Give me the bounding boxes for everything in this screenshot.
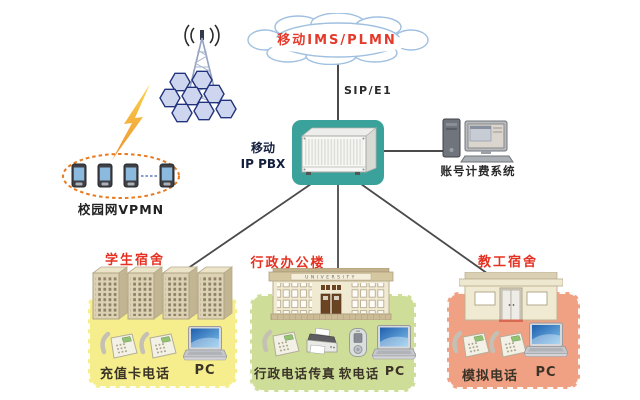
billing-computer-icon [442,118,514,163]
desk-phone-icon [489,330,527,358]
laptop-icon [183,326,227,361]
dorm-building-icon [127,266,163,320]
pbx-label: 移动 IP PBX [238,141,288,172]
laptop-icon [372,325,416,360]
dorm-building-icon [162,266,198,320]
pbx-chassis-icon [300,127,378,175]
faculty-pc-label: PC [535,365,557,380]
pbx-label-line1: 移动 [250,141,275,155]
line-pbx-student [183,183,312,272]
desk-phone-icon [262,329,300,357]
university-sign-text: UNIVERSITY [305,275,357,281]
desk-phone-icon [139,331,177,359]
sip-e1-label: SIP/E1 [344,84,393,97]
admin-phone-label: 行政电话 [253,366,309,381]
zone-title-student: 学生宿舍 [104,253,166,268]
fax-label: 传真 [308,366,336,381]
ims-plmn-cloud-icon [247,13,429,65]
laptop-icon [524,322,568,357]
zone-title-admin: 行政办公楼 [250,256,326,271]
fax-machine-icon [306,328,338,355]
line-pbx-faculty [360,183,499,282]
pbx-label-line2: IP PBX [240,156,286,171]
university-building-icon: UNIVERSITY [268,268,394,320]
vpmn-label: 校园网VPMN [77,202,165,217]
analog-phone-label: 模拟电话 [461,369,519,384]
dorm-building-icon [197,266,233,320]
billing-label: 账号计费系统 [440,164,516,178]
student-pc-label: PC [194,363,216,378]
cell-tower-icon [159,24,237,123]
lightning-bolt-icon [112,84,150,160]
desk-phone-icon [452,330,490,358]
admin-pc-label: PC [384,363,406,378]
softphone-label: 软电话 [338,366,380,381]
vpmn-phones-icon [62,153,180,199]
dorm-building-icon [92,266,128,320]
zone-title-faculty: 教工宿舍 [477,255,539,270]
cloud-label: 移动IMS/PLMN [277,33,397,48]
softphone-icon [349,328,367,357]
desk-phone-icon [100,331,138,359]
faculty-house-icon [459,272,563,322]
student-phone-label: 充值卡电话 [99,367,171,382]
